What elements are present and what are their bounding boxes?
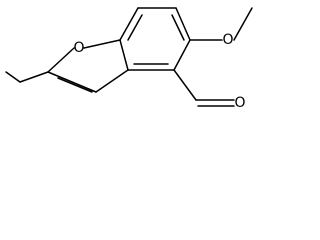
benzene-bond-c6-c5 — [175, 7, 191, 41]
atom-label-aldehyde-oxygen: O — [234, 95, 245, 111]
benzene-bond-c5-c4 — [173, 39, 191, 71]
furan-bond-c3-c3a — [95, 69, 129, 93]
aldehyde-bond-ring — [173, 69, 197, 101]
furan-bond-o1-c7a — [83, 39, 121, 49]
furan-bond-c2-o1 — [47, 47, 75, 73]
furan-bond-c2-c3 — [47, 71, 97, 93]
benzene-bond-c7a-c7 — [119, 7, 139, 41]
benzene-bond-c3a-c7a — [119, 39, 129, 71]
chemical-structure: O O O — [5, 7, 253, 111]
furan-bond-c2-c3-inner — [57, 77, 93, 93]
benzene-bond-c7a-c7-inner — [127, 14, 143, 41]
ethyl-bond-terminal — [5, 71, 21, 83]
atom-label-furan-oxygen: O — [73, 40, 84, 56]
ethyl-bond-ring — [19, 71, 49, 83]
benzene-bond-c6-c5-inner — [171, 14, 185, 41]
methoxy-bond-methyl — [233, 7, 253, 41]
atom-label-methoxy-oxygen: O — [222, 32, 233, 48]
